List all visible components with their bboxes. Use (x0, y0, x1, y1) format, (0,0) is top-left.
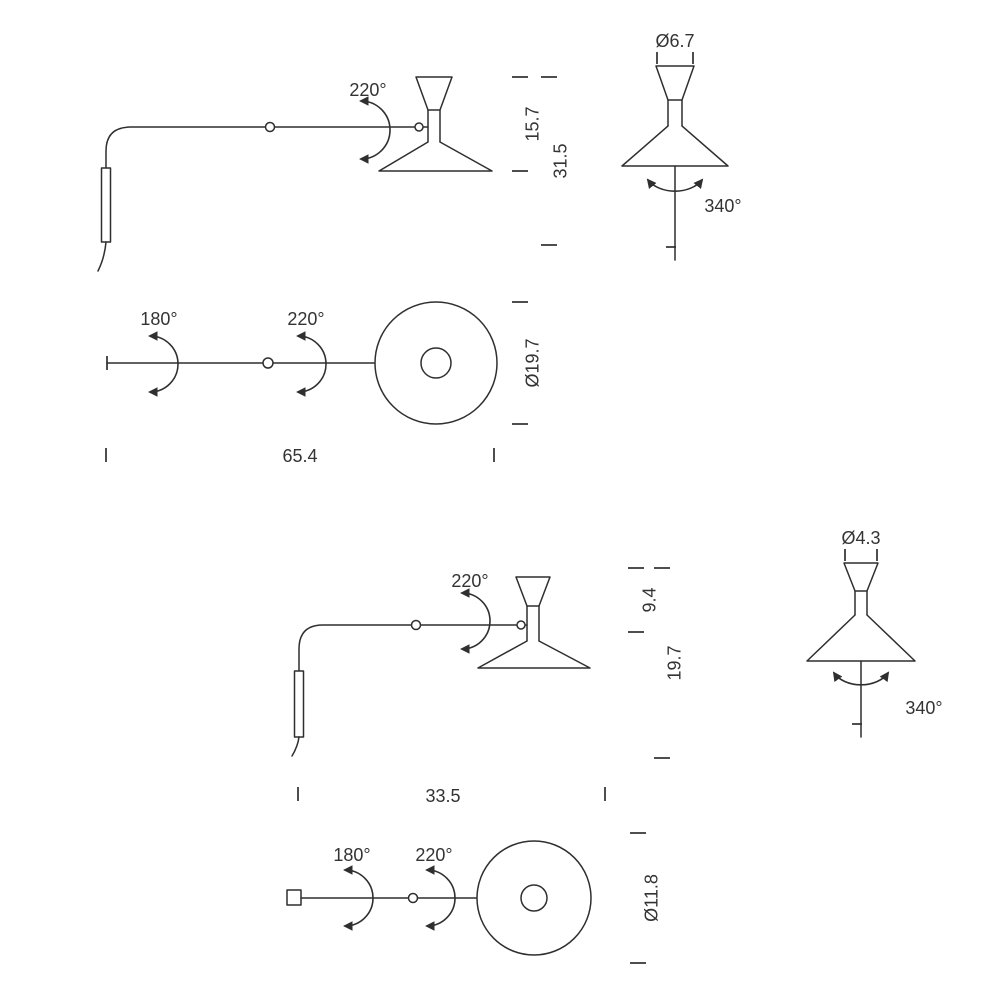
lamp-neck (526, 605, 540, 642)
rotation-arrow-icon (460, 588, 491, 654)
shade-center (520, 884, 548, 912)
rotation-label: 220° (349, 80, 386, 100)
power-cord (97, 241, 107, 272)
large-side-view: 220° 15.7 31.5 (97, 76, 570, 272)
lamp-shade (378, 141, 493, 172)
shade-outline (476, 840, 592, 956)
rotation-arrow-icon (359, 96, 391, 164)
lower-height-label: 19.7 (664, 645, 684, 680)
lamp-arm (298, 624, 528, 672)
arm-joint (407, 892, 419, 904)
rotation-arrow-icon (646, 178, 704, 192)
small-side-view: 220° 9.4 19.7 33.5 (291, 567, 684, 806)
arm-joint (264, 121, 276, 133)
lamp-shade (477, 640, 591, 669)
large-top-view: 180° 220° Ø19.7 65.4 (105, 301, 542, 466)
shade-diameter-label: Ø11.8 (641, 874, 661, 922)
swing-label: 180° (140, 309, 177, 329)
wall-bracket (100, 167, 112, 243)
lamp-top-cone (415, 76, 453, 111)
power-cord (291, 736, 300, 757)
lamp-top-cone (843, 562, 879, 592)
arm-joint (262, 357, 274, 369)
rotation-arrow-icon (832, 671, 890, 686)
rotation-label: 220° (451, 571, 488, 591)
rotation-label: 340° (905, 698, 942, 718)
arm-length-label: 65.4 (282, 446, 317, 466)
lamp-shade (621, 125, 729, 167)
lamp-neck (667, 99, 683, 127)
lamp-arm (105, 126, 429, 169)
lamp-neck (854, 590, 868, 616)
arm-joint (410, 619, 422, 631)
shade-diameter-label: Ø19.7 (522, 338, 542, 387)
rotation-label: 220° (415, 845, 452, 865)
total-height-label: 31.5 (550, 143, 570, 178)
upper-height-label: 9.4 (639, 587, 659, 612)
head-joint (414, 122, 424, 132)
lamp-top-cone (515, 576, 551, 607)
head-joint (516, 620, 526, 630)
lamp-top-cone (655, 65, 695, 101)
small-top-view: 180° 220° Ø11.8 (286, 832, 661, 964)
large-front-view: Ø6.7 340° (621, 31, 742, 261)
shade-center (420, 347, 452, 379)
wall-mount-plate (286, 889, 302, 906)
rotation-arrow-icon (296, 331, 327, 397)
swing-label: 180° (333, 845, 370, 865)
rotation-label: 220° (287, 309, 324, 329)
wall-bracket (293, 670, 305, 738)
top-diameter-label: Ø6.7 (655, 31, 694, 51)
rotation-arrow-icon (425, 865, 456, 931)
swing-arrow-icon (148, 331, 179, 397)
rotation-label: 340° (704, 196, 741, 216)
arm-length-label: 33.5 (425, 786, 460, 806)
lamp-neck (427, 109, 441, 143)
small-front-view: Ø4.3 340° (806, 528, 943, 738)
top-diameter-label: Ø4.3 (841, 528, 880, 548)
head-height-label: 15.7 (522, 106, 542, 141)
shade-outline (374, 301, 498, 425)
lamp-shade (806, 614, 916, 662)
swing-arrow-icon (343, 865, 374, 931)
